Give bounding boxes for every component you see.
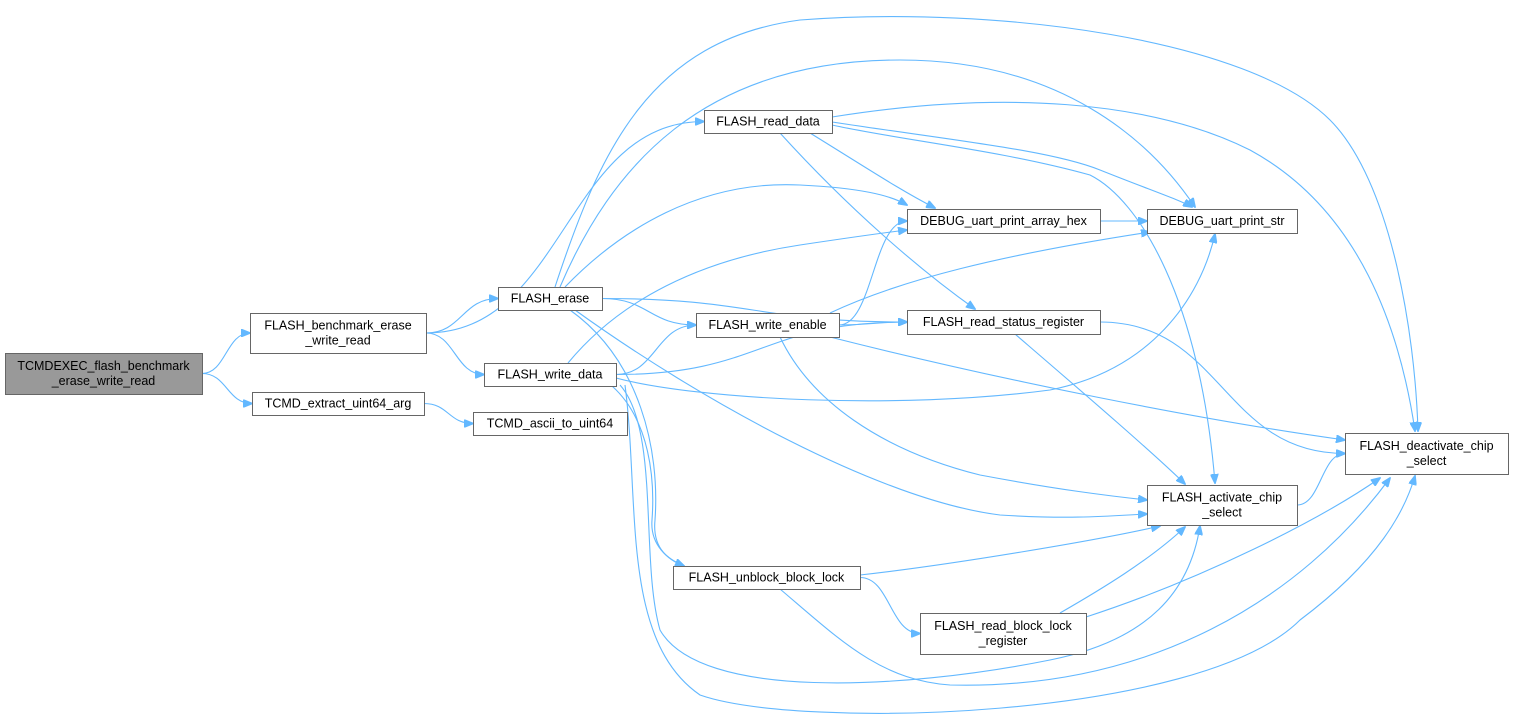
node-label: TCMDEXEC_flash_benchmark xyxy=(17,359,190,373)
node-label: DEBUG_uart_print_array_hex xyxy=(920,214,1087,228)
edge-erase-to-write_enable xyxy=(601,297,696,326)
edge-erase-to-read_status xyxy=(601,297,907,323)
edge-unblock-to-read_block xyxy=(859,576,920,634)
node-label: FLASH_deactivate_chip xyxy=(1359,439,1493,453)
edge-erase-to-debug_hex xyxy=(564,184,907,288)
node-box[interactable] xyxy=(1147,485,1298,526)
node-extract[interactable]: TCMD_extract_uint64_arg xyxy=(252,392,425,416)
edge-read_data-to-debug_str xyxy=(831,121,1192,207)
node-label: FLASH_read_block_lock xyxy=(934,619,1072,633)
node-label: FLASH_read_status_register xyxy=(923,315,1084,329)
edge-write_data-to-deactivate xyxy=(624,384,1415,714)
edge-bench-to-read_data xyxy=(425,122,704,334)
node-box[interactable] xyxy=(704,110,833,134)
node-label: FLASH_read_data xyxy=(716,115,820,129)
node-box[interactable] xyxy=(1147,209,1298,234)
edge-write_enable-to-debug_hex xyxy=(838,221,907,326)
edges-layer xyxy=(201,16,1418,714)
edge-read_block-to-activate xyxy=(1059,527,1185,614)
edge-erase-to-activate xyxy=(574,309,1147,517)
node-label: _select xyxy=(1201,506,1242,520)
node-debug-str[interactable]: DEBUG_uart_print_str xyxy=(1147,209,1298,234)
edge-tcmdexec-to-extract xyxy=(201,372,252,404)
node-label: _write_read xyxy=(304,334,370,348)
node-write-data[interactable]: FLASH_write_data xyxy=(484,363,617,387)
edge-unblock-to-activate xyxy=(859,526,1160,576)
edge-activate-to-deactivate xyxy=(1296,454,1345,506)
edge-bench-to-erase xyxy=(425,299,498,334)
node-label: FLASH_write_enable xyxy=(708,318,826,332)
node-box[interactable] xyxy=(498,287,603,311)
node-box[interactable] xyxy=(920,613,1087,655)
node-read-block[interactable]: FLASH_read_block_lock_register xyxy=(920,613,1087,655)
edge-tcmdexec-to-bench xyxy=(201,333,250,375)
edge-write_data-to-read_status xyxy=(615,322,907,376)
edge-erase-to-debug_str xyxy=(559,59,1195,288)
node-label: FLASH_activate_chip xyxy=(1162,491,1282,505)
node-label: TCMD_extract_uint64_arg xyxy=(265,397,412,411)
node-label: _select xyxy=(1406,454,1447,468)
edge-write_data-to-activate xyxy=(619,384,1200,684)
node-activate[interactable]: FLASH_activate_chip_select xyxy=(1147,485,1298,526)
edge-read_data-to-activate xyxy=(831,124,1215,483)
node-label: _erase_write_read xyxy=(51,374,156,388)
node-box[interactable] xyxy=(907,310,1101,335)
node-debug-hex[interactable]: DEBUG_uart_print_array_hex xyxy=(907,209,1101,234)
edge-write_enable-to-activate xyxy=(779,336,1147,500)
node-label: FLASH_unblock_block_lock xyxy=(689,571,845,585)
nodes-layer: TCMDEXEC_flash_benchmark_erase_write_rea… xyxy=(5,110,1509,655)
edge-extract-to-ascii xyxy=(423,402,473,424)
edge-write_data-to-write_enable xyxy=(615,325,696,376)
edge-unblock-to-deactivate xyxy=(779,478,1390,686)
node-box[interactable] xyxy=(673,566,861,590)
node-tcmdexec[interactable]: TCMDEXEC_flash_benchmark_erase_write_rea… xyxy=(5,353,203,395)
node-box[interactable] xyxy=(907,209,1101,234)
node-box[interactable] xyxy=(473,412,628,436)
node-erase[interactable]: FLASH_erase xyxy=(498,287,603,311)
node-label: FLASH_erase xyxy=(511,292,590,306)
edge-read_data-to-debug_hex xyxy=(809,132,935,208)
edge-read_block-to-deactivate xyxy=(1085,478,1380,618)
node-ascii[interactable]: TCMD_ascii_to_uint64 xyxy=(473,412,628,436)
node-unblock[interactable]: FLASH_unblock_block_lock xyxy=(673,566,861,590)
node-label: TCMD_ascii_to_uint64 xyxy=(487,417,613,431)
node-read-data[interactable]: FLASH_read_data xyxy=(704,110,833,134)
edge-erase-to-deactivate xyxy=(554,16,1418,431)
node-label: FLASH_write_data xyxy=(498,368,603,382)
edge-read_data-to-read_status xyxy=(779,132,975,309)
node-box[interactable] xyxy=(250,313,427,354)
node-read-status[interactable]: FLASH_read_status_register xyxy=(907,310,1101,335)
node-box[interactable] xyxy=(484,363,617,387)
node-label: _register xyxy=(978,634,1028,648)
node-label: FLASH_benchmark_erase xyxy=(264,319,411,333)
edge-write_data-to-unblock xyxy=(611,385,684,566)
edge-read_status-to-activate xyxy=(1014,333,1185,484)
node-box[interactable] xyxy=(696,313,840,338)
node-deactivate[interactable]: FLASH_deactivate_chip_select xyxy=(1345,433,1509,475)
edge-erase-to-unblock xyxy=(569,309,684,566)
node-label: DEBUG_uart_print_str xyxy=(1159,214,1284,228)
edge-read_data-to-deactivate xyxy=(831,101,1415,431)
edge-write_data-to-debug_str xyxy=(615,234,1215,402)
edge-read_status-to-deactivate xyxy=(1099,321,1345,454)
edge-write_enable-to-debug_str xyxy=(829,232,1150,314)
edge-bench-to-write_data xyxy=(425,332,484,375)
node-box[interactable] xyxy=(1345,433,1509,475)
node-box[interactable] xyxy=(5,353,203,395)
node-write-enable[interactable]: FLASH_write_enable xyxy=(696,313,840,338)
node-bench[interactable]: FLASH_benchmark_erase_write_read xyxy=(250,313,427,354)
edge-write_data-to-debug_hex xyxy=(567,230,907,364)
node-box[interactable] xyxy=(252,392,425,416)
edge-write_enable-to-deactivate xyxy=(829,336,1345,440)
